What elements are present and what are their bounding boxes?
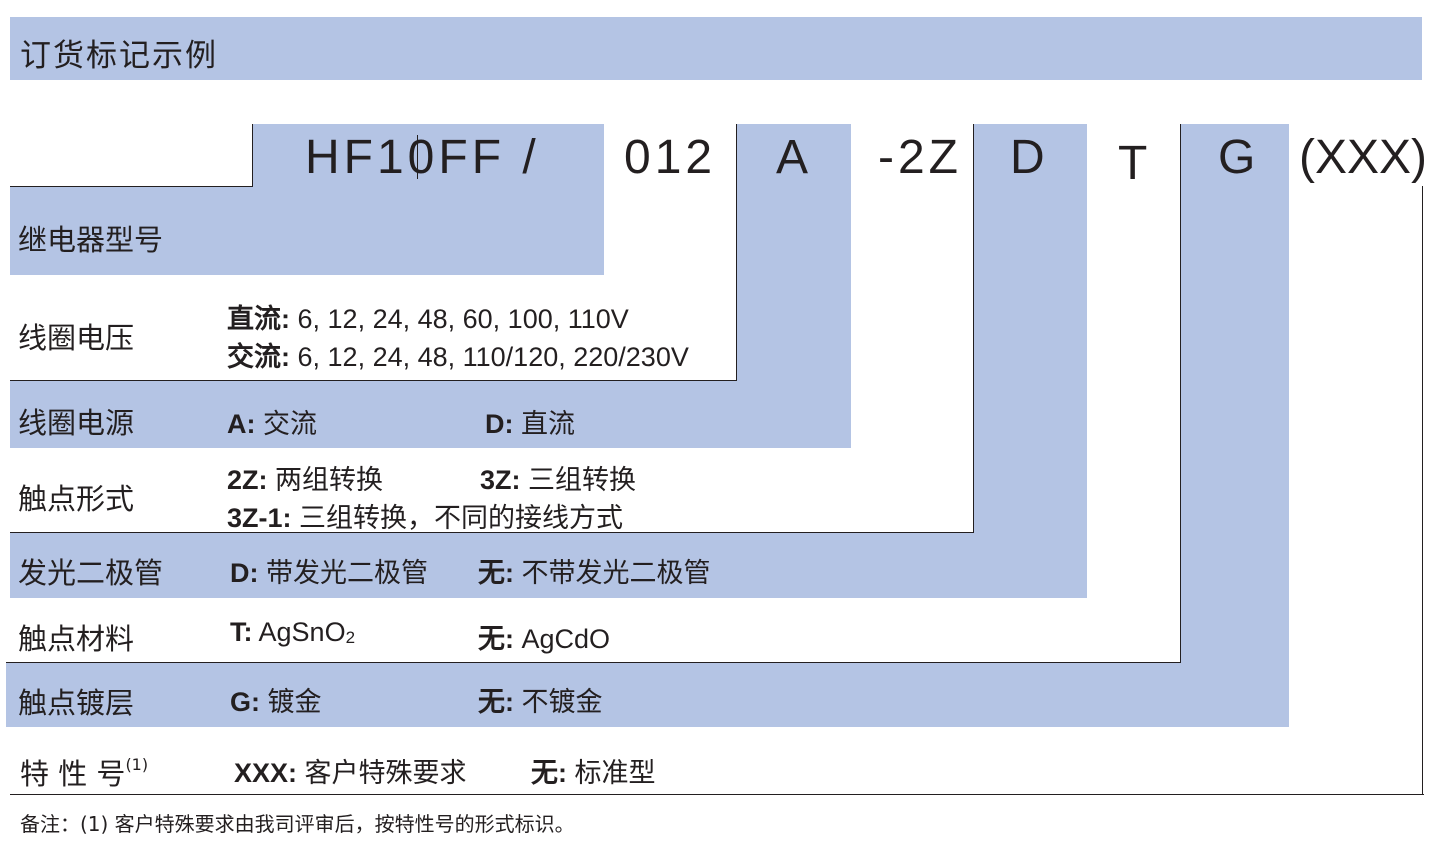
material-label: 触点材料: [18, 622, 135, 656]
model-left-line: [252, 124, 253, 186]
ac-key: 交流:: [227, 342, 290, 372]
form-3z1-option: 3Z-1: 三组转换，不同的接线方式: [227, 496, 623, 535]
form-3z-option: 3Z: 三组转换: [480, 458, 636, 497]
form-bottom-line: [10, 532, 974, 533]
plating-row-shade: [6, 663, 1289, 727]
material-right-line: [1180, 124, 1181, 662]
coil-voltage-label: 线圈电压: [18, 321, 135, 355]
power-dc-option: D: 直流: [485, 402, 575, 441]
form-2z-key: 2Z:: [227, 465, 268, 495]
form-3z1-value: 三组转换，不同的接线方式: [299, 503, 624, 533]
code-contact-form: -2Z: [878, 131, 962, 184]
voltage-bottom-line: [10, 380, 737, 381]
code-material: T: [1118, 137, 1152, 190]
material-t-value: AgSnO2: [259, 617, 356, 647]
special-xxx-key: XXX:: [234, 758, 298, 788]
led-row-shade: [10, 533, 1087, 598]
code-source: A: [776, 131, 813, 184]
contact-form-label: 触点形式: [18, 482, 135, 516]
coil-power-label: 线圈电源: [18, 406, 135, 440]
special-label: 特 性 号(1): [20, 751, 148, 793]
plating-g-value: 镀金: [267, 687, 322, 717]
plating-g-option: G: 镀金: [230, 680, 322, 719]
material-t-option: T: AgSnO2: [230, 617, 355, 648]
form-3z1-key: 3Z-1:: [227, 503, 292, 533]
model-row-shade: [10, 187, 604, 275]
code-special: (XXX): [1299, 131, 1428, 184]
form-3z-key: 3Z:: [480, 465, 521, 495]
led-none-value: 不带发光二极管: [521, 558, 711, 588]
form-2z-value: 两组转换: [275, 465, 384, 495]
code-cursor-line: [417, 135, 418, 179]
ac-values: 6, 12, 24, 48, 110/120, 220/230V: [297, 342, 689, 372]
special-label-footnote-mark: (1): [125, 755, 149, 774]
form-3z-value: 三组转换: [528, 465, 637, 495]
special-none-option: 无: 标准型: [531, 751, 656, 790]
plating-none-option: 无: 不镀金: [478, 680, 603, 719]
code-model: HF10FF /: [305, 131, 540, 184]
footnote: 备注：(1) 客户特殊要求由我司评审后，按特性号的形式标识。: [20, 812, 575, 836]
led-none-key: 无:: [478, 558, 514, 588]
plating-col-shade: [1181, 124, 1289, 727]
power-a-value: 交流: [263, 409, 318, 439]
title-bar: [10, 17, 1422, 80]
led-d-key: D:: [230, 558, 259, 588]
led-col-shade: [974, 124, 1087, 598]
source-row-shade: [10, 381, 851, 448]
led-with-option: D: 带发光二极管: [230, 551, 428, 590]
plating-label: 触点镀层: [18, 686, 135, 720]
special-label-text: 特 性 号: [20, 757, 126, 791]
material-none-option: 无: AgCdO: [478, 617, 610, 656]
led-none-option: 无: 不带发光二极管: [478, 551, 711, 590]
power-d-value: 直流: [521, 409, 576, 439]
special-xxx-value: 客户特殊要求: [304, 758, 467, 788]
dc-key: 直流:: [227, 304, 290, 334]
power-d-key: D:: [485, 409, 514, 439]
dc-voltage-line: 直流: 6, 12, 24, 48, 60, 100, 110V: [227, 297, 629, 336]
code-led: D: [1010, 131, 1049, 184]
dc-values: 6, 12, 24, 48, 60, 100, 110V: [297, 304, 629, 334]
plating-g-key: G:: [230, 687, 260, 717]
special-bottom-line: [10, 794, 1424, 795]
page-title: 订货标记示例: [20, 38, 218, 74]
model-top-line: [10, 186, 253, 187]
material-none-key: 无:: [478, 624, 514, 654]
special-right-line: [1422, 186, 1423, 794]
ac-voltage-line: 交流: 6, 12, 24, 48, 110/120, 220/230V: [227, 335, 689, 374]
material-t-formula: AgSnO: [258, 617, 346, 647]
model-label: 继电器型号: [18, 223, 164, 257]
voltage-right-line: [736, 124, 737, 380]
special-none-value: 标准型: [574, 758, 656, 788]
special-xxx-option: XXX: 客户特殊要求: [234, 751, 467, 790]
power-a-key: A:: [227, 409, 256, 439]
code-voltage: 012: [624, 131, 717, 184]
led-d-value: 带发光二极管: [266, 558, 429, 588]
code-plating: G: [1218, 131, 1260, 184]
form-2z-option: 2Z: 两组转换: [227, 458, 383, 497]
form-right-line: [973, 124, 974, 532]
material-t-subscript: 2: [345, 628, 356, 647]
material-bottom-line: [6, 662, 1181, 663]
power-ac-option: A: 交流: [227, 402, 317, 441]
plating-none-value: 不镀金: [521, 687, 603, 717]
led-label: 发光二极管: [18, 556, 164, 590]
special-none-key: 无:: [531, 758, 567, 788]
material-t-key: T:: [230, 617, 253, 647]
material-none-value: AgCdO: [521, 624, 611, 654]
plating-none-key: 无:: [478, 687, 514, 717]
